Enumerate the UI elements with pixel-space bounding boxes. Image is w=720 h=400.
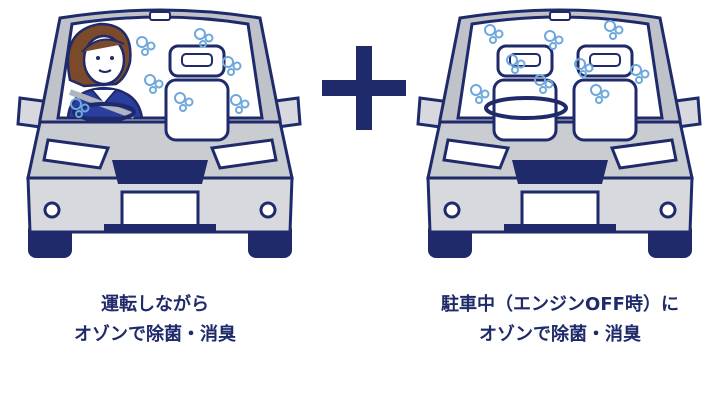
left-caption-line2: オゾンで除菌・消臭 xyxy=(74,324,236,345)
plus-icon xyxy=(322,46,406,130)
left-caption: 運転しながら オゾンで除菌・消臭 xyxy=(5,290,305,350)
right-caption-line2: オゾンで除菌・消臭 xyxy=(479,324,641,345)
car-with-driver-icon xyxy=(16,8,302,260)
empty-car-icon xyxy=(416,8,702,260)
left-caption-line1: 運転しながら xyxy=(101,294,209,315)
right-caption: 駐車中（エンジンOFF時）に オゾンで除菌・消臭 xyxy=(410,290,710,350)
right-caption-line1: 駐車中（エンジンOFF時）に xyxy=(441,294,679,315)
artwork xyxy=(16,8,702,260)
